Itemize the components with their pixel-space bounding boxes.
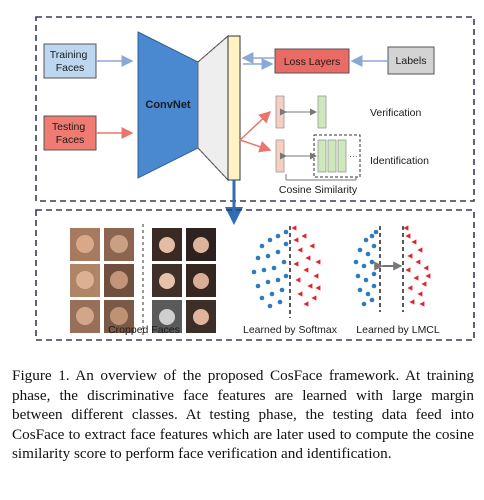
blue-dot xyxy=(279,287,285,293)
blue-dot xyxy=(369,297,375,303)
red-triangle xyxy=(315,285,321,291)
red-triangle xyxy=(293,237,299,243)
red-triangle xyxy=(407,285,413,291)
blue-dot xyxy=(275,277,281,283)
feature-vector-bar xyxy=(227,35,241,181)
blue-dot xyxy=(363,237,369,243)
blue-dot xyxy=(365,291,371,297)
red-triangle xyxy=(411,239,417,245)
blue-dot xyxy=(259,243,265,249)
blue-dot xyxy=(275,249,281,255)
red-triangle xyxy=(405,233,411,239)
blue-dot xyxy=(275,233,281,239)
red-triangle xyxy=(405,267,411,273)
blue-dot xyxy=(371,243,377,249)
blue-dot xyxy=(361,263,367,269)
lmcl-label: Learned by LMCL xyxy=(356,324,440,336)
red-triangle xyxy=(301,233,307,239)
red-triangle xyxy=(305,255,311,261)
labels-label: Labels xyxy=(396,55,427,67)
red-triangle xyxy=(421,281,427,287)
blue-dot xyxy=(267,237,273,243)
softmax-scatter xyxy=(251,225,321,309)
blue-dot xyxy=(255,255,261,261)
blue-dot xyxy=(283,273,289,279)
blue-dot xyxy=(369,259,375,265)
red-triangle xyxy=(313,273,319,279)
blue-dot xyxy=(271,265,277,271)
blue-dot xyxy=(259,295,265,301)
training-faces-label: Training Faces xyxy=(50,49,90,74)
red-triangle xyxy=(425,273,431,279)
red-triangle xyxy=(291,225,297,231)
red-triangle xyxy=(303,301,309,307)
blue-dot xyxy=(269,291,275,297)
blue-dot xyxy=(357,247,363,253)
testing-faces-box: Testing Faces xyxy=(43,115,97,151)
blue-dot xyxy=(277,299,283,305)
cropped-faces-left xyxy=(70,228,134,333)
cropped-faces-right xyxy=(152,228,216,333)
blue-dot xyxy=(283,229,289,235)
blue-dot xyxy=(357,287,363,293)
verification-features xyxy=(275,95,327,129)
blue-dot xyxy=(353,259,359,265)
red-triangle xyxy=(415,259,421,265)
red-triangle xyxy=(413,275,419,281)
red-triangle xyxy=(315,259,321,265)
blue-dot xyxy=(265,253,271,259)
verification-label: Verification xyxy=(370,107,422,119)
blue-dot xyxy=(365,251,371,257)
figure-caption: Figure 1. An overview of the proposed Co… xyxy=(12,367,474,463)
blue-dot xyxy=(361,301,367,307)
red-triangle xyxy=(309,243,315,249)
blue-dot xyxy=(267,303,273,309)
blue-dot xyxy=(265,279,271,285)
red-triangle xyxy=(419,301,425,307)
loss-layers-label: Loss Layers xyxy=(284,56,341,68)
red-triangle xyxy=(293,261,299,267)
red-triangle xyxy=(297,247,303,253)
testing-faces-label: Testing Faces xyxy=(52,121,88,146)
blue-dot xyxy=(369,233,375,239)
blue-dot xyxy=(363,277,369,283)
lmcl-scatter xyxy=(353,225,431,307)
red-triangle xyxy=(295,277,301,283)
red-triangle xyxy=(417,291,423,297)
red-triangle xyxy=(307,283,313,289)
blue-dot xyxy=(261,267,267,273)
red-triangle xyxy=(409,299,415,305)
loss-layers-box: Loss Layers xyxy=(274,48,350,74)
blue-dot xyxy=(371,283,377,289)
svg-text:···: ··· xyxy=(349,151,358,161)
red-triangle xyxy=(297,291,303,297)
softmax-label: Learned by Softmax xyxy=(243,324,338,336)
labels-box: Labels xyxy=(387,46,435,75)
bottom-panel-frame xyxy=(35,209,475,341)
identification-label: Identification xyxy=(370,155,429,167)
training-faces-box: Training Faces xyxy=(43,43,97,79)
cosine-similarity-label: Cosine Similarity xyxy=(279,184,358,196)
convnet-label: ConvNet xyxy=(145,99,191,111)
red-triangle xyxy=(311,295,317,301)
blue-dot xyxy=(355,273,361,279)
red-triangle xyxy=(423,265,429,271)
red-triangle xyxy=(407,253,413,259)
identification-features: ··· xyxy=(275,134,361,181)
cosface-diagram: Training Faces Testing Faces ConvNet Los… xyxy=(35,16,475,341)
red-triangle xyxy=(417,247,423,253)
blue-dot xyxy=(255,283,261,289)
blue-dot xyxy=(373,229,379,235)
top-panel-frame xyxy=(35,16,475,202)
blue-dot xyxy=(281,259,287,265)
red-triangle xyxy=(403,225,409,231)
red-triangle xyxy=(303,267,309,273)
cropped-faces-label: Cropped Faces xyxy=(108,324,180,336)
blue-dot xyxy=(283,241,289,247)
blue-dot xyxy=(251,269,257,275)
blue-dot xyxy=(371,271,377,277)
